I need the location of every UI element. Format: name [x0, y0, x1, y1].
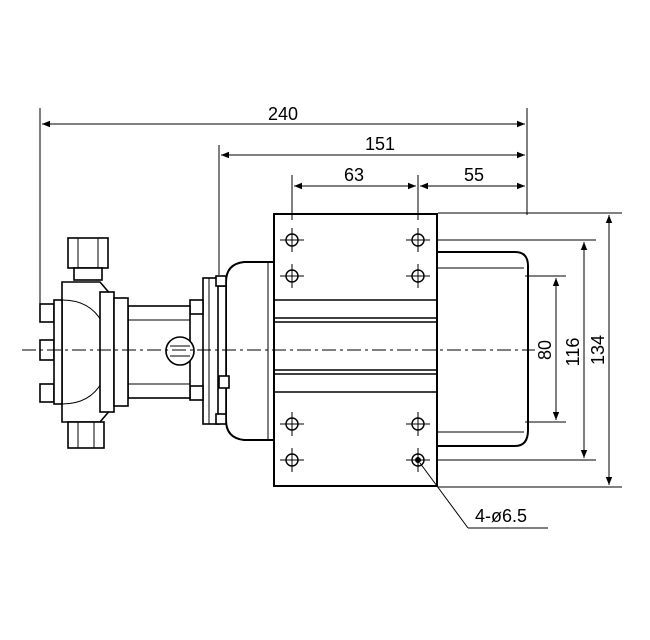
dimension-label-116: 116	[563, 338, 583, 367]
mounting-hole-upper-right	[406, 264, 430, 288]
dimension-label-134: 134	[588, 335, 608, 365]
mounting-hole-lower-left	[280, 412, 304, 436]
dimension-label-151: 151	[365, 134, 395, 154]
dimension-label-240: 240	[268, 104, 298, 124]
pump-head	[39, 237, 129, 449]
mounting-hole-bottom-left	[280, 448, 304, 472]
mounting-hole-top-right	[406, 228, 430, 252]
hole-callout-label: 4-ø6.5	[475, 506, 527, 526]
dimension-134: 134	[438, 212, 622, 488]
dimension-116: 116	[438, 239, 596, 461]
dimension-240: 240	[39, 104, 528, 310]
dimension-80: 80	[525, 275, 566, 423]
mounting-hole-lower-right	[406, 412, 430, 436]
dimension-63-55: 63 55	[291, 165, 525, 220]
hole-callout: 4-ø6.5	[415, 457, 548, 529]
dimension-label-80: 80	[535, 340, 555, 360]
coupling-flange	[189, 275, 230, 425]
dimension-151: 151	[218, 134, 525, 275]
mounting-holes	[280, 228, 430, 472]
dimension-label-63: 63	[344, 165, 364, 185]
mounting-hole-upper-left	[280, 264, 304, 288]
mounting-hole-top-left	[280, 228, 304, 252]
dimension-label-55: 55	[464, 165, 484, 185]
shaft-housing	[127, 305, 195, 399]
